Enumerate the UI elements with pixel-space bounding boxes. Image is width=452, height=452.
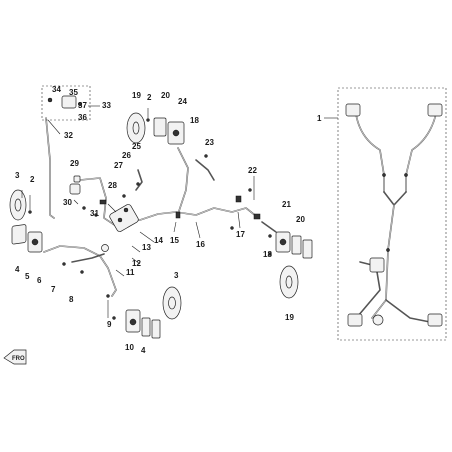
assembly-caliper-rr [427,313,443,327]
front-left-brake [9,189,43,253]
brake-lines [43,117,277,297]
rear-right-brake [268,231,313,299]
front-direction-indicator: FRO [3,349,27,365]
front-arrow-icon [3,349,27,365]
callout-13: 13 [142,243,151,252]
callout-27: 27 [114,161,123,170]
front-right-brake-upper [126,108,185,145]
callout-21: 21 [282,200,291,209]
master-cylinder [109,204,139,232]
brake-pad-left-a [11,224,27,245]
callout-6: 6 [37,276,42,285]
callout-20a: 20 [161,91,170,100]
assembly-caliper-fl [345,103,361,117]
junction-block [101,244,109,252]
callout-35: 35 [69,88,78,97]
fasteners [62,154,272,320]
brake-pad-front-right [153,117,167,137]
brake-pad-rear-right-b [302,239,313,259]
callout-11: 11 [126,268,135,277]
assembly-caliper-fr [427,103,443,117]
callout-3b: 3 [174,271,179,280]
callout-23: 23 [205,138,214,147]
callout-18a: 18 [190,116,199,125]
callout-26: 26 [122,151,131,160]
callout-15: 15 [170,236,179,245]
callout-8: 8 [69,295,74,304]
callout-1: 1 [317,114,322,123]
callout-10: 10 [125,343,134,352]
callout-19b: 19 [285,313,294,322]
valve-body [61,95,77,109]
valve-assembly [41,85,91,121]
callout-34: 34 [52,85,61,94]
callout-24: 24 [178,97,187,106]
brake-pad-rear-left-a [141,317,151,337]
callout-numbers: 1 2 2 3 3 4 4 5 6 7 8 9 10 11 12 13 14 1… [15,85,322,355]
callout-14: 14 [154,236,163,245]
callout-17: 17 [236,230,245,239]
callout-18b: 18 [263,250,272,259]
callout-28: 28 [108,181,117,190]
callout-7: 7 [51,285,56,294]
callout-4a: 4 [15,265,20,274]
brake-pad-rear-left-b [151,319,161,339]
brake-pad-rear-right-a [291,235,302,255]
assembly-overview [337,87,447,341]
rear-left-brake [106,286,182,339]
callout-20b: 20 [296,215,305,224]
callout-37: 37 [78,101,87,110]
assembly-box [337,87,447,341]
callout-31: 31 [90,209,99,218]
callout-3a: 3 [15,171,20,180]
leader-lines [21,105,338,277]
callout-32: 32 [64,131,73,140]
assembly-junction [372,314,384,326]
assembly-master-cylinder [369,257,385,273]
front-indicator-label: FRO [12,356,25,362]
callout-29: 29 [70,159,79,168]
assembly-caliper-rl [347,313,363,327]
callout-4b: 4 [141,346,146,355]
callout-36: 36 [78,113,87,122]
valve-box [41,85,91,121]
callout-2b: 2 [147,93,152,102]
master-cylinder-assembly [69,175,261,252]
callout-9: 9 [107,320,112,329]
reservoir [69,183,81,195]
callout-19a: 19 [132,91,141,100]
callout-12: 12 [132,259,141,268]
callout-33: 33 [102,101,111,110]
callout-30: 30 [63,198,72,207]
callout-25: 25 [132,142,141,151]
callout-22: 22 [248,166,257,175]
callout-5: 5 [25,272,30,281]
tee-fitting [175,211,181,219]
callout-2a: 2 [30,175,35,184]
callout-16: 16 [196,240,205,249]
